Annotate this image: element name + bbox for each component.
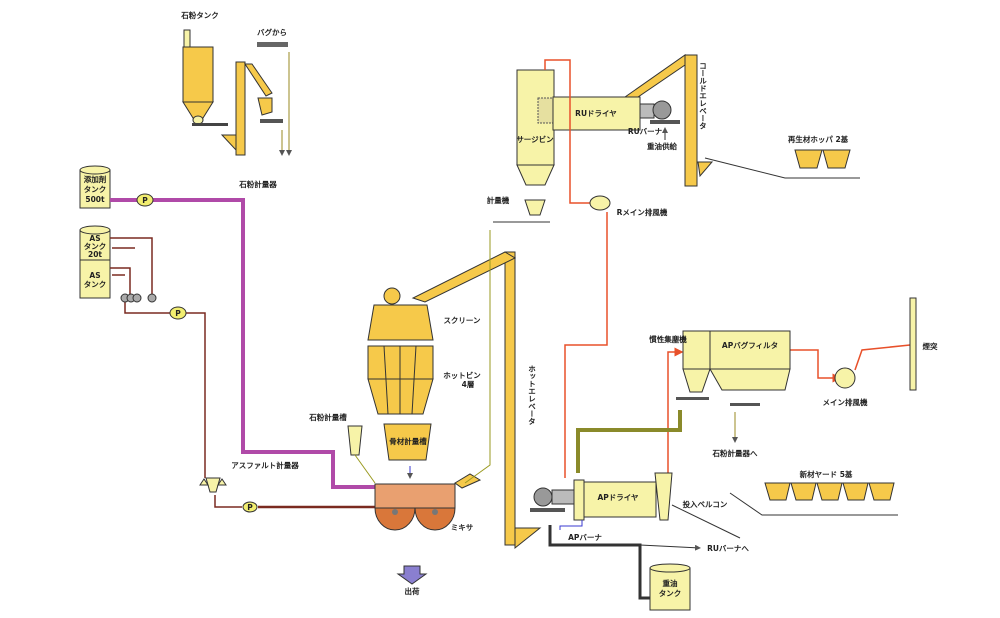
chimney: [909, 297, 917, 391]
asphalt-pump-2: [242, 501, 258, 513]
feed-belt-conveyor: [671, 504, 741, 539]
label-chimney: 煙突: [923, 341, 938, 351]
label-ap-dryer: APドライヤ: [597, 493, 639, 502]
label-ru-burner: RUバーナ: [628, 127, 663, 136]
recycled-belt-conveyor: [704, 157, 860, 179]
label-inertial-collector: 慣性集塵機: [648, 334, 687, 344]
additive-pump: [136, 193, 154, 207]
mixer: [374, 483, 456, 531]
label-cold-elevator: コールドエレベータ: [698, 62, 707, 130]
label-additive-tank-1: 添加剤: [84, 174, 107, 184]
as-tank: [79, 225, 111, 299]
screen: [367, 287, 434, 341]
ru-dryer: [552, 96, 641, 131]
asphalt-lines: [110, 237, 375, 509]
virgin-yard-hoppers: [764, 482, 895, 501]
cold-elevator: [623, 54, 714, 187]
shipping-arrow-icon: [396, 565, 428, 585]
label-virgin-yard: 新材ヤード 5基: [800, 469, 853, 479]
label-pump-3: P: [247, 503, 253, 512]
label-as-tank-20t-2: タンク: [84, 241, 107, 251]
label-as-tank-2: タンク: [84, 279, 107, 289]
label-as-tank-1: AS: [89, 271, 100, 280]
label-main-fan: メイン排風機: [823, 397, 868, 407]
recycled-hoppers: [794, 149, 851, 169]
label-hot-bin-2: 4層: [462, 380, 475, 389]
label-pump-1: P: [142, 196, 148, 205]
filler-weigh-hopper: [347, 425, 363, 456]
asphalt-valves: [120, 293, 157, 303]
gas-lines: [544, 59, 911, 478]
label-heavy-oil-tank-2: タンク: [659, 588, 682, 598]
label-filler-tank: 石粉タンク: [180, 10, 219, 20]
asphalt-meter: [199, 477, 227, 493]
filler-tank: [182, 29, 228, 126]
label-ap-burner: APバーナ: [568, 533, 602, 542]
filler-bucket-elevator: [220, 61, 283, 156]
label-aggregate-weigh-hopper: 骨材計量槽: [389, 436, 427, 446]
label-additive-tank-2: タンク: [84, 184, 107, 194]
label-recycled-hopper: 再生材ホッパ 2基: [788, 134, 849, 144]
weigher: [524, 199, 546, 216]
label-from-bag: バグから: [257, 27, 287, 37]
dust-duct: [576, 410, 682, 473]
label-additive-tank-3: 500t: [85, 195, 105, 204]
hot-bin: [367, 345, 434, 415]
label-asphalt-meter: アスファルト計量器: [231, 460, 299, 470]
r-main-fan: [589, 195, 611, 211]
heavy-oil-tank: [649, 563, 691, 611]
bag-screw-conveyor: [257, 42, 288, 47]
aggregate-weigh-hopper: [383, 423, 432, 461]
label-r-main-fan: Rメイン排風機: [617, 207, 668, 217]
surge-bin: [516, 69, 555, 186]
label-as-tank-20t-1: AS: [89, 234, 100, 243]
label-weigher: 計量機: [487, 195, 510, 205]
additive-line: [110, 198, 375, 489]
label-pump-2: P: [175, 309, 181, 318]
ap-dryer: [583, 481, 657, 518]
label-feed-belt-conveyor: 投入ベルコン: [683, 499, 728, 509]
label-screen: スクリーン: [443, 315, 481, 325]
label-shipping: 出荷: [405, 586, 420, 596]
label-filler-weigh-hopper: 石粉計量槽: [308, 412, 347, 422]
ap-bag-filter: [676, 330, 791, 406]
label-heavy-oil-supply: 重油供給: [647, 141, 677, 151]
label-to-ru-burner: RUバーナへ: [707, 544, 749, 553]
label-heavy-oil-tank-1: 重油: [663, 578, 678, 588]
label-hot-bin-1: ホットビン: [443, 370, 481, 380]
label-hot-elevator: ホットエレベータ: [527, 365, 536, 426]
label-ru-dryer: RUドライヤ: [575, 109, 617, 118]
ru-burner: [639, 100, 680, 124]
label-mixer: ミキサ: [451, 523, 474, 532]
ap-burner: [530, 487, 575, 512]
main-fan: [834, 367, 856, 389]
label-ap-bag-filter: APバグフィルタ: [722, 340, 778, 350]
label-surge-bin: サージビン: [516, 134, 554, 144]
additive-tank: [79, 165, 111, 209]
label-to-filler-meter: 石粉計量器へ: [712, 448, 758, 458]
asphalt-pump: [169, 306, 187, 320]
label-filler-meter: 石粉計量器: [238, 179, 277, 189]
inertial-collector: [682, 330, 711, 393]
label-as-tank-20t-3: 20t: [88, 250, 102, 259]
